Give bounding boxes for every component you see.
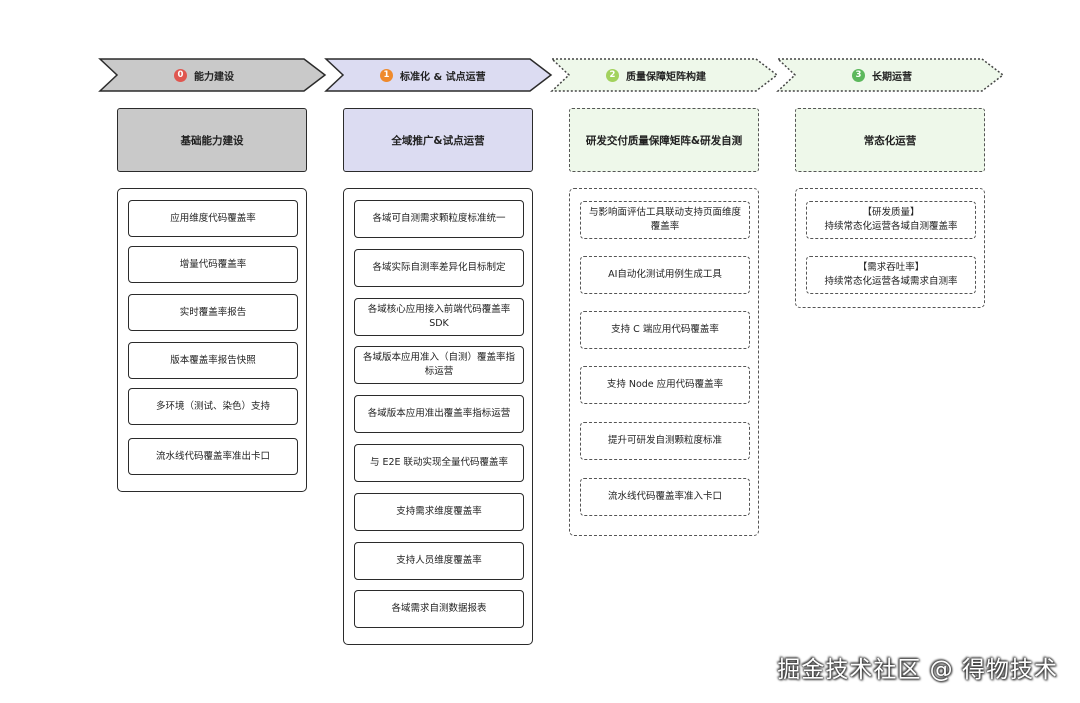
list-item: 应用维度代码覆盖率 — [128, 200, 298, 237]
stage-label-2: 2 质量保障矩阵构建 — [606, 59, 706, 91]
stage-label-0: 0 能力建设 — [174, 59, 234, 91]
stage-header-2: 研发交付质量保障矩阵&研发自测 — [569, 108, 759, 172]
stage-title-2: 质量保障矩阵构建 — [626, 71, 706, 83]
list-item: 【研发质量】 持续常态化运营各域自测覆盖率 — [806, 201, 976, 239]
stage-header-1: 全域推广&试点运营 — [343, 108, 533, 172]
stage-list-2: 与影响面评估工具联动支持页面维度覆盖率 AI自动化测试用例生成工具 支持 C 端… — [569, 188, 759, 536]
stage-header-3: 常态化运营 — [795, 108, 985, 172]
list-item: 各域需求自测数据报表 — [354, 590, 524, 628]
stage-arrow-2 — [550, 58, 779, 92]
list-item: 与 E2E 联动实现全量代码覆盖率 — [354, 444, 524, 482]
stage-list-1: 各域可自测需求颗粒度标准统一 各域实际自测率差异化目标制定 各域核心应用接入前端… — [343, 188, 533, 645]
list-item: 多环境（测试、染色）支持 — [128, 388, 298, 425]
list-item: 各域核心应用接入前端代码覆盖率SDK — [354, 298, 524, 336]
stage-title-0: 能力建设 — [194, 71, 234, 83]
list-item: 实时覆盖率报告 — [128, 294, 298, 331]
list-item: 支持人员维度覆盖率 — [354, 542, 524, 580]
list-item: 支持需求维度覆盖率 — [354, 493, 524, 531]
list-item: 提升可研发自测颗粒度标准 — [580, 422, 750, 460]
stage-label-1: 1 标准化 & 试点运营 — [380, 59, 486, 91]
stage-arrow-1 — [324, 58, 553, 92]
list-item: AI自动化测试用例生成工具 — [580, 256, 750, 294]
stage-title-3: 长期运营 — [872, 71, 912, 83]
list-item: 各域可自测需求颗粒度标准统一 — [354, 200, 524, 238]
list-item: 支持 C 端应用代码覆盖率 — [580, 311, 750, 349]
stage-list-3: 【研发质量】 持续常态化运营各域自测覆盖率 【需求吞吐率】 持续常态化运营各域需… — [795, 188, 985, 308]
stage-label-3: 3 长期运营 — [852, 59, 912, 91]
stage-title-1: 标准化 & 试点运营 — [400, 71, 486, 83]
stage-header-0: 基础能力建设 — [117, 108, 307, 172]
list-item: 流水线代码覆盖率准入卡口 — [580, 478, 750, 516]
list-item: 各域版本应用准出覆盖率指标运营 — [354, 395, 524, 433]
list-item: 增量代码覆盖率 — [128, 246, 298, 283]
stage-arrow-3 — [776, 58, 1005, 92]
watermark: 掘金技术社区 @ 得物技术 — [777, 657, 1058, 683]
stage-arrow-0 — [98, 58, 327, 92]
list-item: 版本覆盖率报告快照 — [128, 342, 298, 379]
list-item: 【需求吞吐率】 持续常态化运营各域需求自测率 — [806, 256, 976, 294]
stage-number-0: 0 — [174, 68, 187, 82]
list-item: 与影响面评估工具联动支持页面维度覆盖率 — [580, 201, 750, 239]
list-item: 各域实际自测率差异化目标制定 — [354, 249, 524, 287]
list-item: 各域版本应用准入（自测）覆盖率指标运营 — [354, 346, 524, 384]
stage-list-0: 应用维度代码覆盖率 增量代码覆盖率 实时覆盖率报告 版本覆盖率报告快照 多环境（… — [117, 188, 307, 492]
stage-number-1: 1 — [380, 68, 393, 82]
stage-number-3: 3 — [852, 68, 865, 82]
list-item: 支持 Node 应用代码覆盖率 — [580, 366, 750, 404]
list-item: 流水线代码覆盖率准出卡口 — [128, 438, 298, 475]
stage-number-2: 2 — [606, 68, 619, 82]
